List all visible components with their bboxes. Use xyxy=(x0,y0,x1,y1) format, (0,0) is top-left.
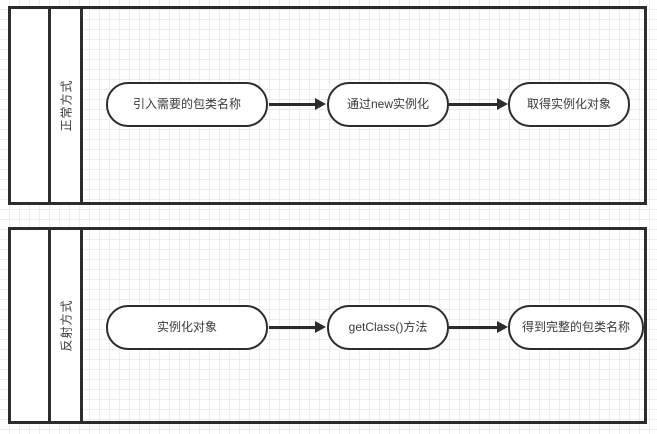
arrow-r2-r3 xyxy=(449,321,508,333)
node-instance-object[interactable]: 实例化对象 xyxy=(106,305,268,350)
lane-spacer-reflection xyxy=(11,230,51,421)
arrow-line xyxy=(269,102,316,106)
node-new-instance[interactable]: 通过new实例化 xyxy=(327,82,449,127)
node-full-package-name[interactable]: 得到完整的包类名称 xyxy=(508,305,644,350)
node-label: 实例化对象 xyxy=(156,320,217,335)
lane-body-normal: 引入需要的包类名称 通过new实例化 取得实例化对象 xyxy=(83,9,644,202)
arrow-r1-r2 xyxy=(269,321,326,333)
arrow-n2-n3 xyxy=(449,98,508,110)
lane-header-normal[interactable]: 正常方式 xyxy=(51,9,83,202)
node-label: 取得实例化对象 xyxy=(526,97,611,112)
lane-header-reflection[interactable]: 反射方式 xyxy=(51,230,83,421)
arrow-head-icon xyxy=(497,321,508,333)
node-label: getClass()方法 xyxy=(348,320,428,335)
lane-label-reflection: 反射方式 xyxy=(59,299,74,352)
arrow-n1-n2 xyxy=(269,98,326,110)
arrow-head-icon xyxy=(315,321,326,333)
arrow-line xyxy=(269,325,316,329)
arrow-line xyxy=(449,325,498,329)
arrow-line xyxy=(449,102,498,106)
swimlane-normal[interactable]: 正常方式 引入需要的包类名称 通过new实例化 取得实例化对象 xyxy=(8,6,647,205)
lane-label-normal: 正常方式 xyxy=(59,79,74,132)
lane-body-reflection: 实例化对象 getClass()方法 得到完整的包类名称 xyxy=(83,230,644,421)
node-label: 通过new实例化 xyxy=(346,97,429,112)
node-import-package[interactable]: 引入需要的包类名称 xyxy=(106,82,268,127)
node-label: 引入需要的包类名称 xyxy=(132,97,241,112)
lane-spacer-normal xyxy=(11,9,51,202)
node-getclass-method[interactable]: getClass()方法 xyxy=(327,305,449,350)
arrow-head-icon xyxy=(315,98,326,110)
arrow-head-icon xyxy=(497,98,508,110)
node-label: 得到完整的包类名称 xyxy=(521,320,630,335)
node-get-instance-object[interactable]: 取得实例化对象 xyxy=(508,82,630,127)
swimlane-reflection[interactable]: 反射方式 实例化对象 getClass()方法 得到完整的包类名称 xyxy=(8,227,647,424)
